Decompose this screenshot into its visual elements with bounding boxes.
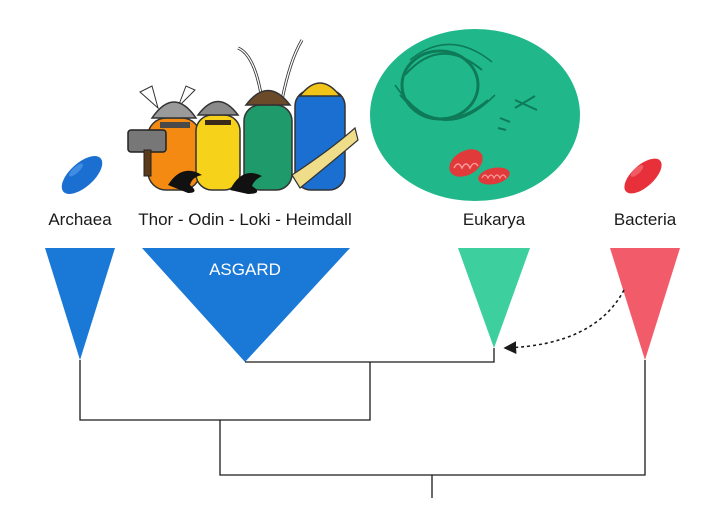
label-bacteria: Bacteria: [614, 210, 677, 229]
viking-helmets-illustration: [127, 39, 359, 194]
phylogenetic-tree: [79, 348, 646, 498]
archaea-clade-triangle: [45, 248, 115, 360]
eukaryotic-cell-illustration: [370, 29, 580, 201]
eukarya-clade-triangle: [458, 248, 530, 348]
asgard-clade-triangle: [142, 248, 350, 362]
label-asgard-group: Thor - Odin - Loki - Heimdall: [138, 210, 352, 229]
label-asgard: ASGARD: [209, 260, 281, 279]
label-eukarya: Eukarya: [463, 210, 526, 229]
endosymbiosis-arrow: [503, 289, 625, 355]
label-archaea: Archaea: [48, 210, 112, 229]
archaea-cell-icon: [61, 156, 103, 194]
bacteria-cell-icon: [624, 158, 662, 194]
bacteria-clade-triangle: [610, 248, 680, 360]
mitochondria-icon: [449, 149, 510, 185]
